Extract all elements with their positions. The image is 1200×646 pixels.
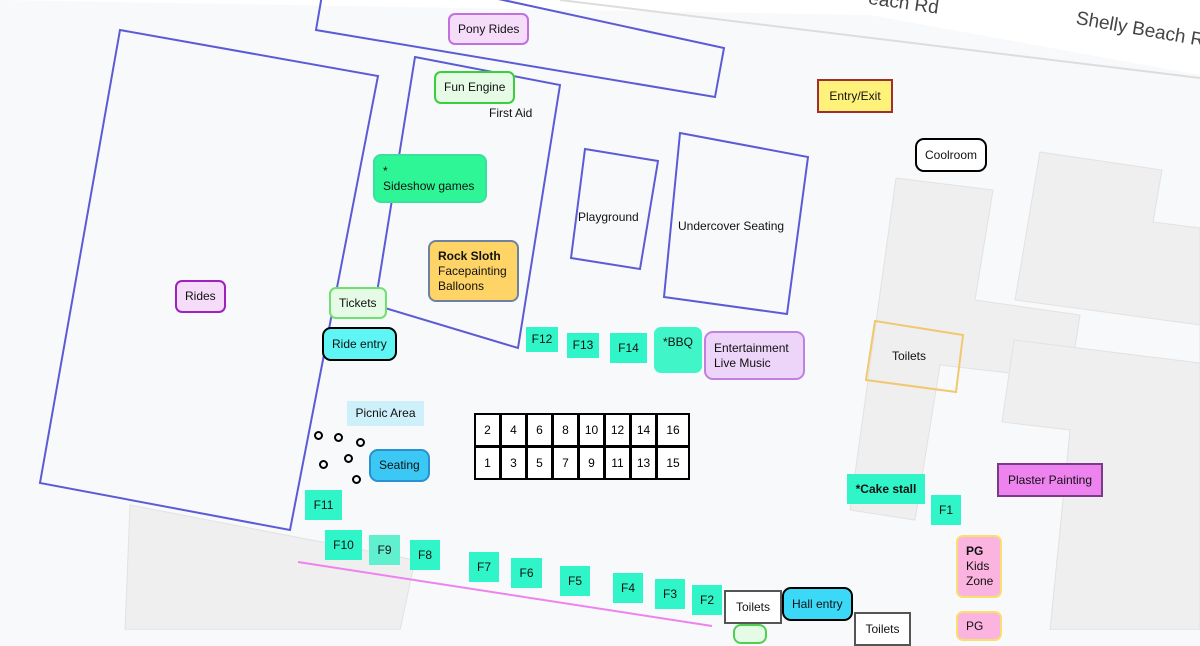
food-stall-f6[interactable]: F6 xyxy=(511,558,542,588)
coolroom[interactable]: Coolroom xyxy=(915,138,988,172)
stall[interactable]: 9 xyxy=(578,446,605,480)
seating[interactable]: Seating xyxy=(369,449,430,482)
toilets-lower[interactable]: Toilets xyxy=(854,612,911,646)
rock-sloth-title: Rock Sloth xyxy=(438,248,501,263)
stall[interactable]: 14 xyxy=(630,413,657,447)
picnic-area[interactable]: Picnic Area xyxy=(347,401,424,426)
zone-undercover xyxy=(662,131,810,316)
food-stall-f8[interactable]: F8 xyxy=(410,540,440,570)
food-stall-f12[interactable]: F12 xyxy=(526,327,558,352)
stall[interactable]: 11 xyxy=(604,446,631,480)
balloons: Balloons xyxy=(438,278,485,293)
food-stall-f2[interactable]: F2 xyxy=(692,585,722,615)
table-icon xyxy=(356,438,365,447)
stall[interactable]: 15 xyxy=(656,446,690,480)
pony-rides[interactable]: Pony Rides xyxy=(448,13,530,45)
table-icon xyxy=(314,431,323,440)
zone-toilets xyxy=(864,319,965,394)
stall[interactable]: 8 xyxy=(552,413,579,447)
undercover-seating[interactable]: Undercover Seating xyxy=(678,219,785,233)
live-music: Live Music xyxy=(714,355,771,370)
zone-pony xyxy=(314,0,726,99)
table-icon xyxy=(352,475,361,484)
sideshow-label: Sideshow games xyxy=(383,178,475,193)
stall[interactable]: 3 xyxy=(500,446,527,480)
food-stall-f3[interactable]: F3 xyxy=(655,579,685,609)
stall[interactable]: 12 xyxy=(604,413,631,447)
tickets[interactable]: Tickets xyxy=(329,287,387,319)
pg-zone-2[interactable]: PG xyxy=(956,611,1002,641)
stall[interactable]: 13 xyxy=(630,446,657,480)
stall[interactable]: 6 xyxy=(526,413,553,447)
cake-stall[interactable]: *Cake stall xyxy=(847,474,925,504)
sideshow-games[interactable]: * Sideshow games xyxy=(373,154,487,203)
building xyxy=(124,504,416,630)
road-area xyxy=(0,0,1200,75)
stall[interactable]: 4 xyxy=(500,413,527,447)
toilets-hall[interactable]: Toilets xyxy=(724,590,782,624)
food-stall-f14[interactable]: F14 xyxy=(610,333,647,363)
table-icon xyxy=(319,460,328,469)
toilets[interactable]: Toilets xyxy=(892,349,927,363)
table-icon xyxy=(344,454,353,463)
ride-entry[interactable]: Ride entry xyxy=(322,327,397,361)
stall[interactable]: 5 xyxy=(526,446,553,480)
playground[interactable]: Playground xyxy=(578,210,639,224)
food-stall-f7[interactable]: F7 xyxy=(469,552,499,582)
zone-label: Zone xyxy=(966,574,994,588)
boundary-line xyxy=(297,561,713,627)
food-stall-f9[interactable]: F9 xyxy=(369,535,400,565)
rides[interactable]: Rides xyxy=(175,280,226,313)
entertainment-title: Entertainment xyxy=(714,340,789,355)
stall[interactable]: 1 xyxy=(474,446,501,480)
green-marker xyxy=(733,624,767,644)
zone-rides xyxy=(38,28,380,532)
stall[interactable]: 2 xyxy=(474,413,501,447)
entertainment[interactable]: Entertainment Live Music xyxy=(704,331,805,380)
food-stall-f1[interactable]: F1 xyxy=(931,495,961,525)
stall-grid: 2 4 6 8 10 12 14 16 1 3 5 7 9 11 13 15 xyxy=(474,413,690,480)
food-stall-f13[interactable]: F13 xyxy=(567,333,599,358)
zone-playground xyxy=(569,147,660,271)
map-canvas xyxy=(0,0,1200,630)
stall[interactable]: 16 xyxy=(656,413,690,447)
rock-sloth[interactable]: Rock Sloth Facepainting Balloons xyxy=(428,240,519,302)
first-aid[interactable]: First Aid xyxy=(489,106,533,120)
hall-entry[interactable]: Hall entry xyxy=(782,587,853,621)
fun-engine[interactable]: Fun Engine xyxy=(434,71,516,104)
building xyxy=(1001,151,1200,630)
plaster-painting[interactable]: Plaster Painting xyxy=(997,463,1103,497)
kids-label: Kids xyxy=(966,559,990,573)
entry-exit[interactable]: Entry/Exit xyxy=(817,79,893,113)
stall[interactable]: 10 xyxy=(578,413,605,447)
pg-kids-zone[interactable]: PG Kids Zone xyxy=(956,535,1002,598)
sideshow-star: * xyxy=(383,163,388,178)
food-stall-f11[interactable]: F11 xyxy=(305,490,342,520)
facepainting: Facepainting xyxy=(438,263,507,278)
food-stall-f5[interactable]: F5 xyxy=(560,566,590,596)
road-edge xyxy=(559,0,1200,79)
table-icon xyxy=(334,433,343,442)
bbq[interactable]: *BBQ xyxy=(654,327,702,373)
food-stall-f4[interactable]: F4 xyxy=(613,573,643,603)
stall[interactable]: 7 xyxy=(552,446,579,480)
pg-label: PG xyxy=(966,544,984,558)
food-stall-f10[interactable]: F10 xyxy=(325,530,362,560)
